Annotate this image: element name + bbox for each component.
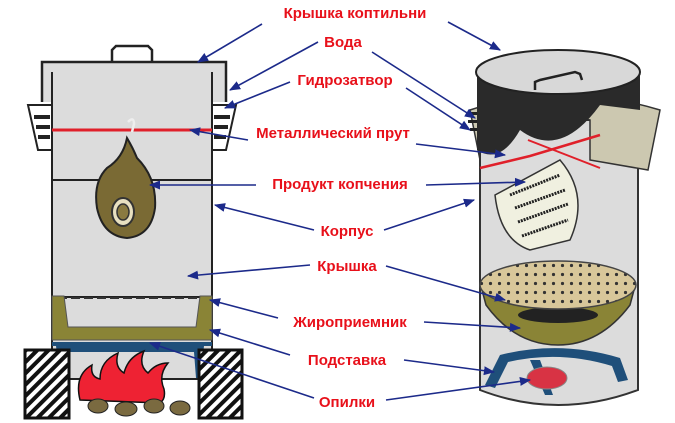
right-stand xyxy=(485,348,628,395)
label-water: Вода xyxy=(324,34,362,51)
right-smoked-product xyxy=(494,159,579,251)
labels: Крышка коптильни Вода Гидрозатвор Металл… xyxy=(256,5,426,411)
left-lid xyxy=(40,60,228,102)
label-product: Продукт копчения xyxy=(272,176,408,193)
left-smoker xyxy=(23,44,244,420)
brick-left xyxy=(23,348,71,420)
left-drip-tray xyxy=(51,295,213,341)
label-metal-rod: Металлический прут xyxy=(256,125,410,142)
label-water-seal: Гидрозатвор xyxy=(297,72,392,89)
right-lid-side xyxy=(477,72,640,155)
right-lid-handle xyxy=(533,70,584,90)
label-cover: Крышка xyxy=(317,258,377,275)
brick-right xyxy=(197,348,244,420)
pointer-arrows xyxy=(148,21,532,401)
right-sawdust xyxy=(526,366,568,390)
label-body: Корпус xyxy=(321,223,374,240)
right-lid-top xyxy=(475,49,641,95)
right-smoker xyxy=(466,49,661,406)
right-perforated-cover xyxy=(479,260,637,310)
label-sawdust: Опилки xyxy=(319,394,375,411)
lid-handle xyxy=(110,44,154,62)
right-metal-rod xyxy=(479,133,601,170)
label-stand: Подставка xyxy=(308,352,387,369)
left-smoked-product xyxy=(95,118,157,240)
left-water-seal xyxy=(26,104,238,151)
label-lid: Крышка коптильни xyxy=(284,5,427,22)
label-drip-tray: Жироприемник xyxy=(292,314,407,331)
fire-icon xyxy=(77,349,191,417)
